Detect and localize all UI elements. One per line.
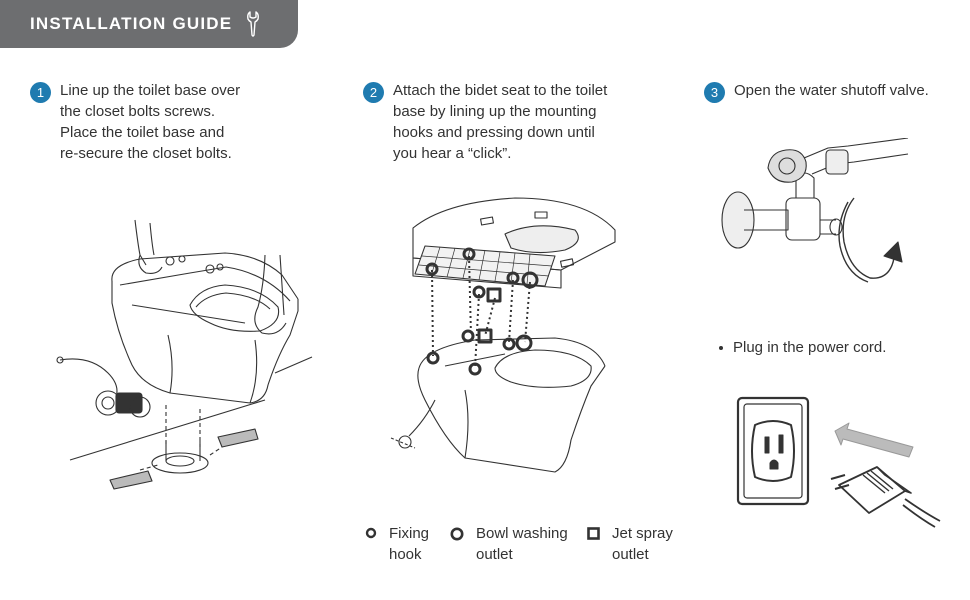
step-1-line: the closet bolts screws. bbox=[60, 103, 216, 120]
step-3: 3 Open the water shutoff valve. bbox=[704, 80, 929, 103]
step-3-line: Open the water shutoff valve. bbox=[734, 82, 929, 99]
bidet-seat-attachment-illustration bbox=[390, 197, 616, 473]
power-cord-note: Plug in the power cord. bbox=[716, 337, 886, 358]
legend-label: Bowl washing outlet bbox=[476, 523, 568, 565]
legend-line: Bowl washing bbox=[476, 525, 568, 542]
step-2-text: Attach the bidet seat to the toilet base… bbox=[393, 80, 607, 164]
step-1-line: Place the toilet base and bbox=[60, 124, 225, 141]
step-1: 1 Line up the toilet base over the close… bbox=[30, 80, 240, 164]
fixing-hook-icon bbox=[365, 527, 377, 539]
legend-bowl-washing-outlet: Bowl washing outlet bbox=[450, 523, 568, 565]
header-banner: INSTALLATION GUIDE bbox=[0, 0, 298, 48]
legend-label: Fixing hook bbox=[389, 523, 429, 565]
legend-line: Fixing bbox=[389, 525, 430, 542]
step-2: 2 Attach the bidet seat to the toilet ba… bbox=[363, 80, 607, 164]
step-2-line: base by lining up the mounting bbox=[393, 103, 597, 120]
step-3-text: Open the water shutoff valve. bbox=[734, 80, 929, 101]
water-shutoff-valve-illustration bbox=[721, 138, 909, 283]
legend-fixing-hook: Fixing hook bbox=[365, 523, 429, 565]
page-title: INSTALLATION GUIDE bbox=[30, 14, 233, 33]
legend-label: Jet spray outlet bbox=[612, 523, 673, 565]
toilet-base-illustration bbox=[56, 219, 313, 490]
bullet-dot bbox=[719, 346, 723, 350]
step-1-text: Line up the toilet base over the closet … bbox=[60, 80, 240, 164]
step-1-line: Line up the toilet base over bbox=[60, 82, 241, 99]
step-2-line: hooks and pressing down until bbox=[393, 124, 595, 141]
legend-line: outlet bbox=[476, 546, 513, 563]
power-plug-illustration bbox=[736, 396, 941, 528]
step-1-line: re-secure the closet bolts. bbox=[60, 145, 232, 162]
step-number-3: 3 bbox=[704, 82, 725, 103]
wrench-icon bbox=[247, 11, 260, 37]
jet-spray-outlet-icon bbox=[587, 527, 600, 540]
legend-jet-spray-outlet: Jet spray outlet bbox=[587, 523, 673, 565]
power-cord-text: Plug in the power cord. bbox=[733, 339, 887, 356]
bowl-washing-outlet-icon bbox=[450, 527, 464, 541]
step-number-1: 1 bbox=[30, 82, 51, 103]
legend-line: hook bbox=[389, 546, 422, 563]
legend-line: Jet spray bbox=[612, 525, 673, 542]
step-2-line: Attach the bidet seat to the toilet bbox=[393, 82, 608, 99]
legend-line: outlet bbox=[612, 546, 649, 563]
step-number-2: 2 bbox=[363, 82, 384, 103]
step-2-line: you hear a “click”. bbox=[393, 145, 512, 162]
